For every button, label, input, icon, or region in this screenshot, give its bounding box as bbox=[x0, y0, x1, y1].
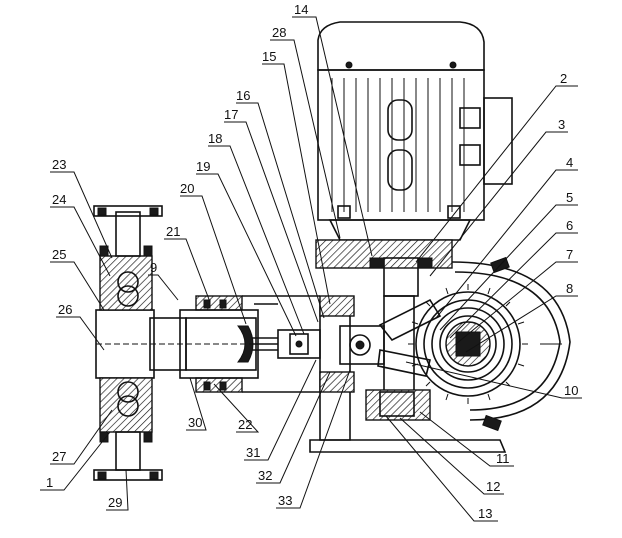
callout-4: 4 bbox=[566, 155, 573, 170]
callout-6: 6 bbox=[566, 218, 573, 233]
callout-7: 7 bbox=[566, 247, 573, 262]
callout-labels: 14 28 15 16 17 18 19 20 21 23 24 25 9 26… bbox=[46, 2, 578, 521]
callout-30: 30 bbox=[188, 415, 202, 430]
callout-13: 13 bbox=[478, 506, 492, 521]
pump-head bbox=[95, 255, 155, 433]
callout-31: 31 bbox=[246, 445, 260, 460]
callout-16: 16 bbox=[236, 88, 250, 103]
discharge-pipe bbox=[93, 205, 163, 257]
callout-32: 32 bbox=[258, 468, 272, 483]
callout-15: 15 bbox=[262, 49, 276, 64]
callout-2: 2 bbox=[560, 71, 567, 86]
motor bbox=[317, 21, 513, 241]
callout-27: 27 bbox=[52, 449, 66, 464]
callout-22: 22 bbox=[238, 417, 252, 432]
callout-14: 14 bbox=[294, 2, 308, 17]
callout-25: 25 bbox=[52, 247, 66, 262]
callout-1: 1 bbox=[46, 475, 53, 490]
callout-5: 5 bbox=[566, 190, 573, 205]
callout-8: 8 bbox=[566, 281, 573, 296]
piston-cylinder bbox=[149, 295, 278, 393]
callout-23: 23 bbox=[52, 157, 66, 172]
callout-20: 20 bbox=[180, 181, 194, 196]
callout-9: 9 bbox=[150, 260, 157, 275]
worm-gear bbox=[408, 284, 528, 404]
callout-29: 29 bbox=[108, 495, 122, 510]
callout-19: 19 bbox=[196, 159, 210, 174]
crank-shaft bbox=[365, 295, 442, 421]
leader-lines bbox=[40, 16, 582, 522]
callout-26: 26 bbox=[58, 302, 72, 317]
callout-11: 11 bbox=[496, 451, 510, 466]
callout-28: 28 bbox=[272, 25, 286, 40]
callout-21: 21 bbox=[166, 224, 180, 239]
callout-33: 33 bbox=[278, 493, 292, 508]
pump-body-frame bbox=[242, 295, 320, 393]
callout-24: 24 bbox=[52, 192, 66, 207]
suction-pipe bbox=[93, 431, 163, 481]
callout-17: 17 bbox=[224, 107, 238, 122]
callout-3: 3 bbox=[558, 117, 565, 132]
callout-12: 12 bbox=[486, 479, 500, 494]
callout-10: 10 bbox=[564, 383, 578, 398]
callout-18: 18 bbox=[208, 131, 222, 146]
